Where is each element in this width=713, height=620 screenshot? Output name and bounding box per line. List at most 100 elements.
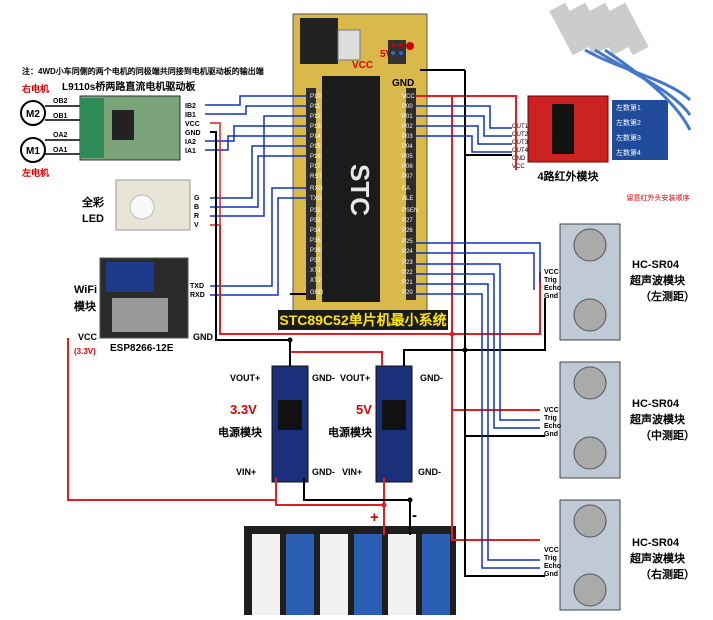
mcu-right-pin-p02: P02 [402,124,413,130]
wifi-pin-txd: TXD [190,283,204,290]
mcu-right-pin-p27: P27 [402,218,413,224]
us0-trig: Trig [544,277,557,284]
psu-33-gnd-out: GND- [312,373,335,383]
pin-ob2: OB2 [53,98,68,105]
mcu-left-pin-p10: P10 [310,94,321,100]
motor-m1-icon [20,137,46,163]
mcu-left-pin-p15: P15 [310,144,321,150]
mcu-left-pin-p34: P34 [310,228,321,234]
wifi-pin-rxd: RXD [190,292,205,299]
psu-5-vin: VIN+ [342,467,362,477]
ir-chip [552,104,574,154]
psu-5-vout: VOUT+ [340,373,370,383]
mcu-right-pin-psen: PSEN [402,208,418,214]
rgb-pin-r: R [194,213,199,220]
mcu-left-pin-tx: TXD [310,196,323,202]
ir-sensor-1: 左数第1 [616,103,641,112]
left-motor-label: 左电机 [21,167,49,178]
mcu-right-pin-p24: P24 [402,249,413,255]
ir-sensor-3: 左数第3 [616,133,641,142]
us1-trig: Trig [544,415,557,422]
wifi-title: WiFi [74,284,97,296]
psu-33-gnd-in: GND- [312,467,335,477]
us-left [559,223,621,341]
mcu-5v-label: 5V [380,49,393,60]
driver-pin-vcc: VCC [185,121,200,128]
mcu-right-pin-p25: P25 [402,239,413,245]
us-right-pos: （右测距） [640,567,695,581]
mcu-left-pin-p37: P37 [310,258,321,264]
psu-5-voltage: 5V [356,402,372,417]
us-middle-subtitle: 超声波模块 [629,412,686,426]
wifi-gnd-label: GND [193,332,214,342]
mcu-right-pin-p23: P23 [402,260,413,266]
us2-trig: Trig [544,555,557,562]
mcu-right-pin-p20: P20 [402,290,413,296]
mcu-right-pin-p06: P06 [402,164,413,170]
mcu-header-pins [388,40,406,64]
rgb-pin-b: B [194,204,199,211]
mcu-gnd-label: GND [392,78,414,89]
ir-note: 留意红外头安装顺序 [627,193,690,202]
driver-terminal [80,98,104,158]
driver-pin-ib2: IB2 [185,103,196,110]
mcu-left-pin-xt: XT1 [310,268,322,274]
us-middle [559,361,621,479]
battery-plus: + [370,509,379,526]
us-right-subtitle: 超声波模块 [629,551,686,565]
driver-pin-ib1: IB1 [185,112,196,119]
junction-dots [287,331,468,508]
mcu-left-pin-rst: RST [310,174,322,180]
pin-ob1: OB1 [53,113,68,120]
right-motor-label: 右电机 [21,83,49,94]
mcu-left-pin-p32: P32 [310,208,321,214]
power-switch [337,29,361,61]
motor-m1-label: M1 [26,146,40,157]
ir-out3: OUT3 [512,140,529,146]
pin-oa1: OA1 [53,147,68,154]
us0-vcc: VCC [544,269,559,276]
ir-sensor-2: 左数第2 [616,118,641,127]
mcu-right-pin-vcc: VCC [402,94,415,100]
chip-logo: STC [345,164,375,216]
rgb-led-subtitle: LED [82,213,104,225]
psu-33-vout: VOUT+ [230,373,260,383]
mcu-left-pin-xt1: XT2 [310,278,322,284]
ir-title: 4路红外模块 [537,169,599,183]
driver-pin-gnd: GND [185,130,201,137]
psu-5-gnd-out: GND- [420,373,443,383]
mcu-left-pin-p13: P13 [310,124,321,130]
mcu-left-pin-p12: P12 [310,114,321,120]
us1-vcc: VCC [544,407,559,414]
driver-chip [112,110,134,140]
mcu-left-pin-p11: P11 [310,104,321,110]
driver-title: L9110s桥两路直流电机驱动板 [62,80,196,93]
psu-33-voltage: 3.3V [230,402,257,417]
battery-cells [252,534,450,615]
mcu-left-pin-rx: RXD [310,186,323,192]
mcu-right-pin-p00: P00 [402,104,413,110]
wifi-model-label: ESP8266-12E [110,343,174,354]
mcu-left-pin-p16: P16 [310,154,321,160]
us1-gnd: Gnd [544,431,558,438]
us2-echo: Echo [544,563,561,570]
ir-probes [549,2,692,131]
mcu-left-pin-p33: P33 [310,218,321,224]
us2-vcc: VCC [544,547,559,554]
mcu-right-header [406,88,416,300]
mcu-right-pin-p07: P07 [402,174,413,180]
mcu-right-pin-ea: EA [402,186,410,192]
psu-33-title: 电源模块 [218,425,263,439]
psu-33-vin: VIN+ [236,467,256,477]
wifi-vcc-label: VCC [78,332,98,342]
us0-gnd: Gnd [544,293,558,300]
mcu-right-pin-p21: P21 [402,280,413,286]
mcu-right-pin-p05: P05 [402,154,413,160]
mcu-right-pin-p26: P26 [402,228,413,234]
mcu-right-pin-p01: P01 [402,114,413,120]
mcu-left-header [306,88,316,300]
wifi-voltage-label: (3.3V) [74,347,96,356]
mcu-left-pin-p17: P17 [310,164,321,170]
driver-pin-ia1: IA1 [185,148,196,155]
